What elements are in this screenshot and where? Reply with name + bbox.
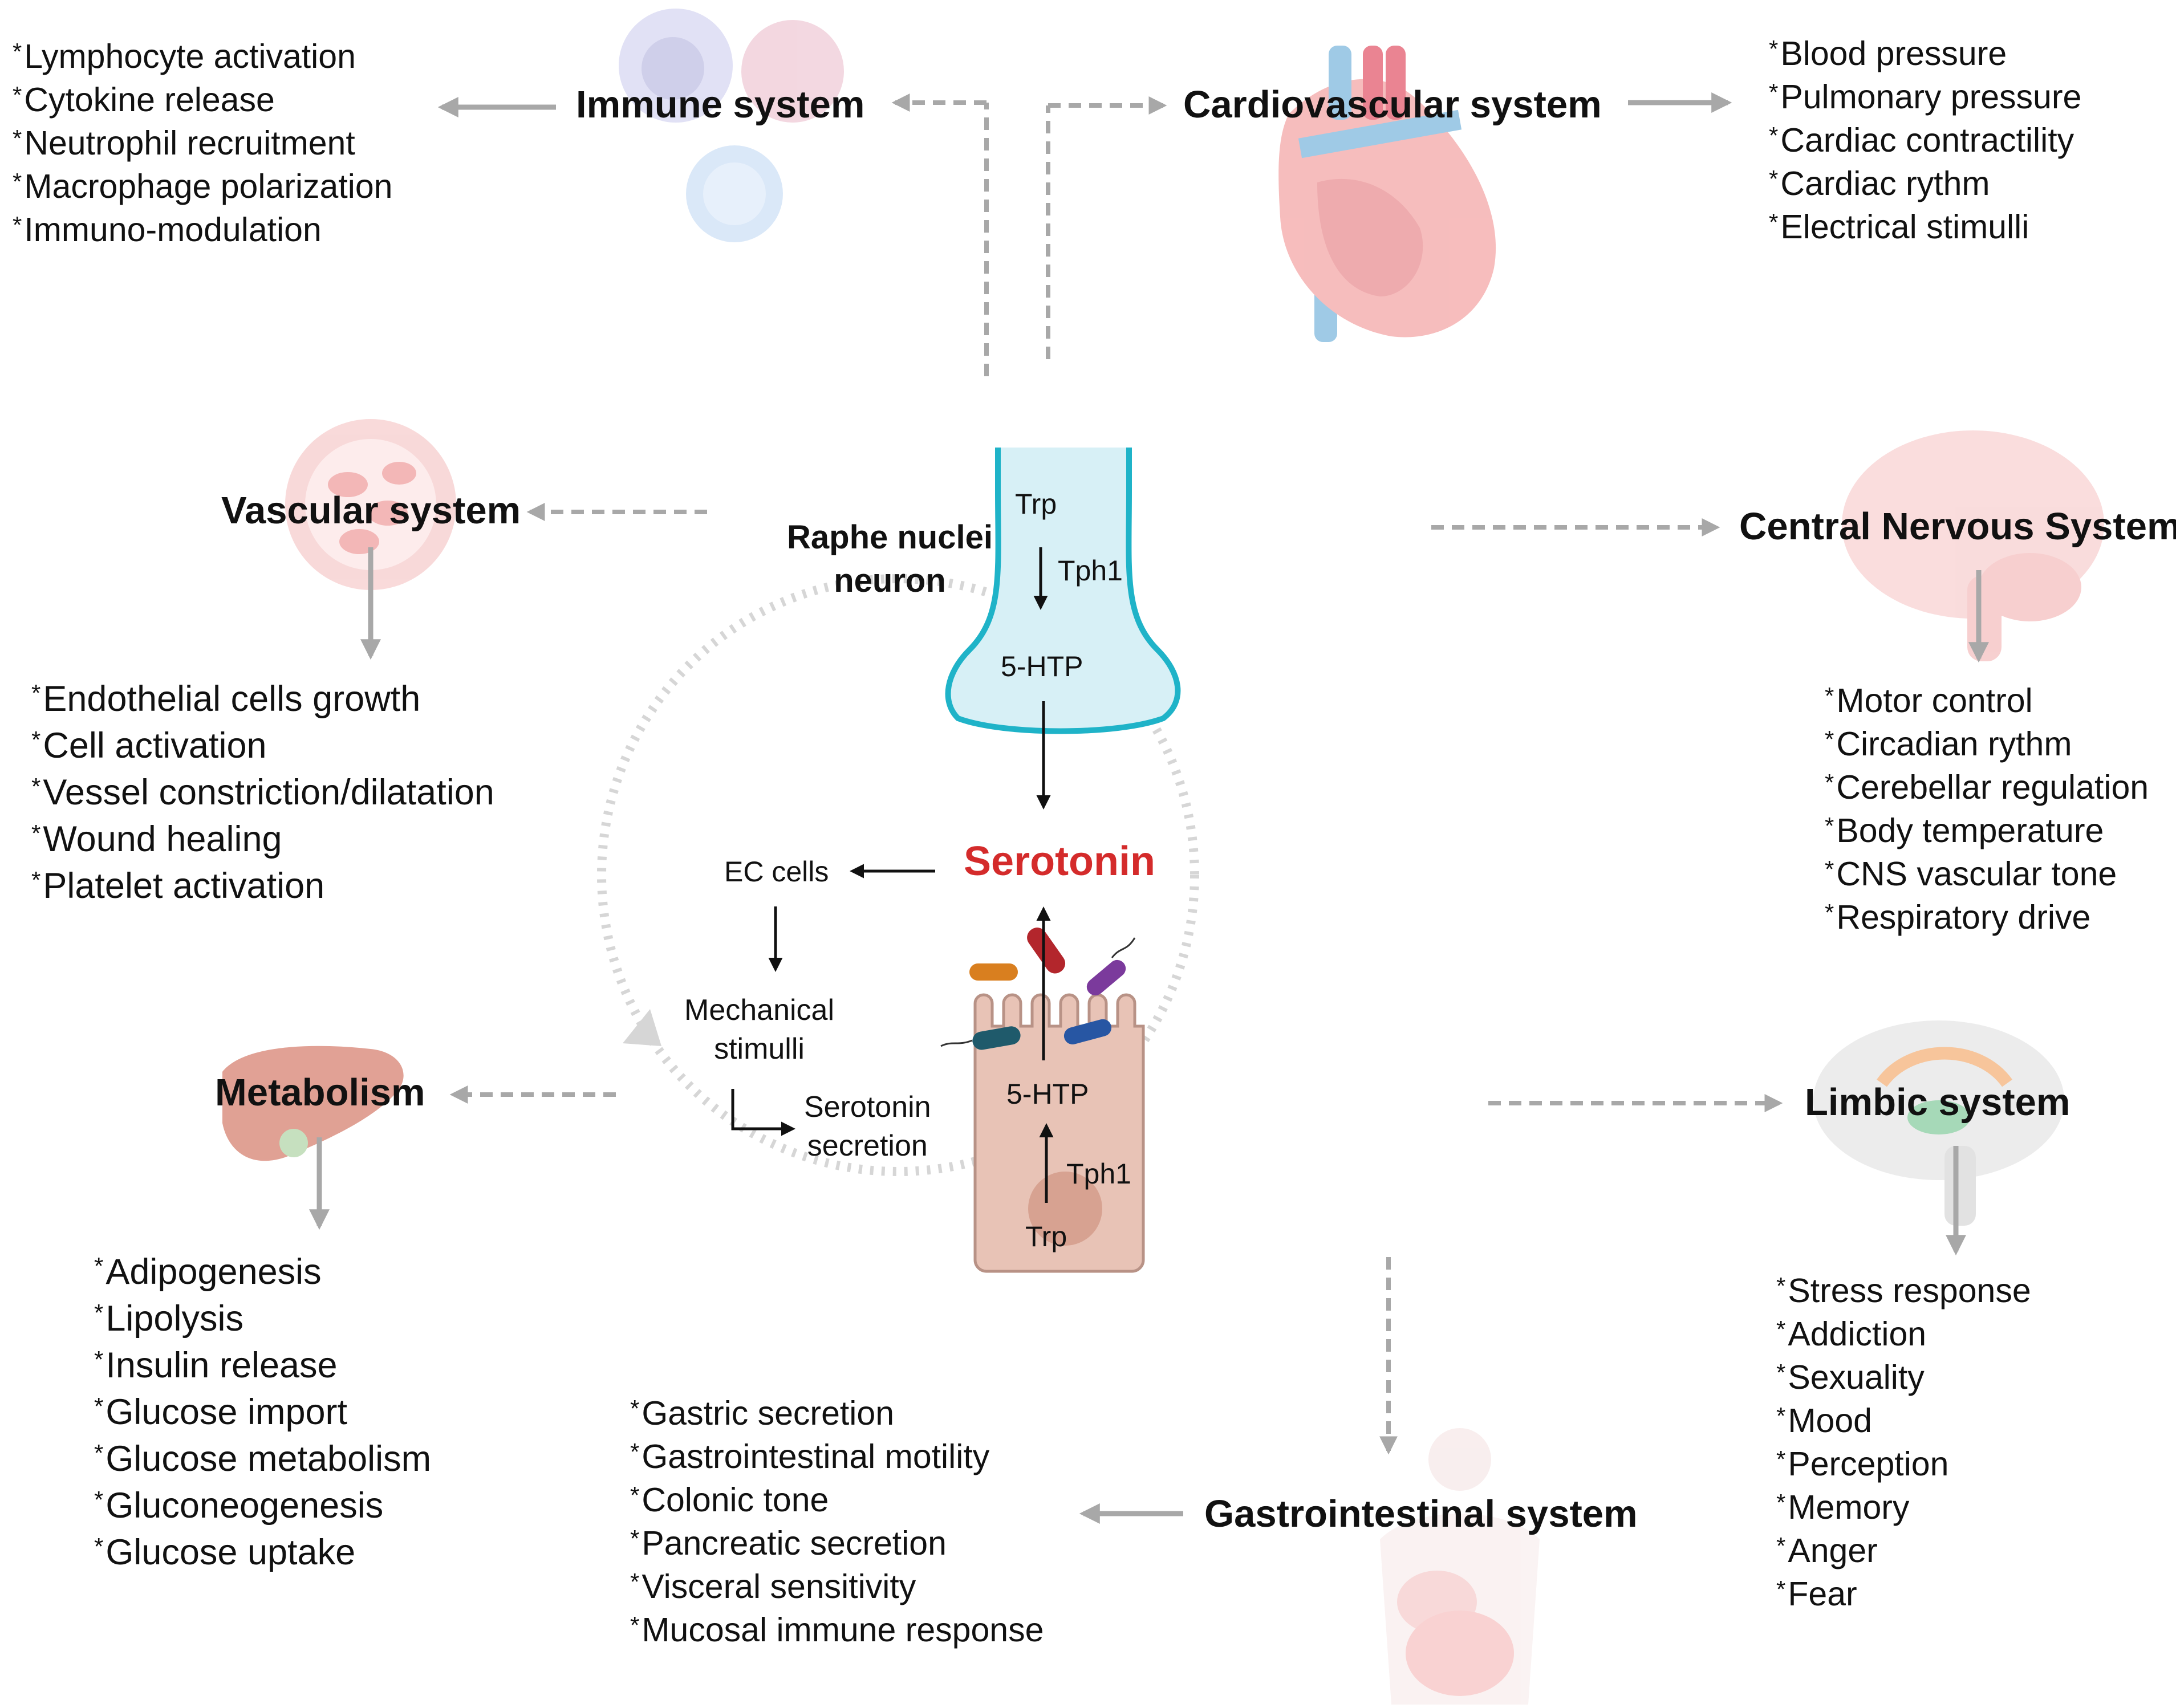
list-item: Gastrointestinal motility <box>630 1440 1044 1483</box>
brain-icon <box>1842 430 2104 661</box>
list-item: Macrophage polarization <box>13 170 392 213</box>
liver-icon <box>222 1046 404 1161</box>
list-item: Mucosal immune response <box>630 1613 1044 1657</box>
circle-arrowhead <box>623 1009 661 1046</box>
metabolism-title: Metabolism <box>215 1071 425 1114</box>
list-item: Glucose uptake <box>94 1535 431 1581</box>
vascular-system-title: Vascular system <box>221 489 521 532</box>
heart-icon <box>1278 46 1496 342</box>
list-item: Platelet activation <box>31 868 494 915</box>
gastrointestinal-effects-list: Gastric secretion Gastrointestinal motil… <box>630 1397 1044 1657</box>
list-item: Neutrophil recruitment <box>13 127 392 170</box>
list-item: CNS vascular tone <box>1825 857 2149 901</box>
list-item: Glucose import <box>94 1394 431 1441</box>
list-item: Mood <box>1776 1404 2031 1447</box>
gut-bacteria-icon <box>940 928 1136 1050</box>
neuron-label: Raphe nuclei neuron <box>787 519 993 599</box>
list-item: Glucose metabolism <box>94 1441 431 1488</box>
metabolism-effects-list: Adipogenesis Lipolysis Insulin release G… <box>94 1254 431 1581</box>
limbic-brain-icon <box>1813 1020 2064 1226</box>
list-item: Blood pressure <box>1769 37 2081 80</box>
list-item: Anger <box>1776 1534 2031 1577</box>
list-item: Memory <box>1776 1491 2031 1534</box>
list-item: Gastric secretion <box>630 1397 1044 1440</box>
list-item: Stress response <box>1776 1274 2031 1317</box>
cardiovascular-effects-list: Blood pressure Pulmonary pressure Cardia… <box>1769 37 2081 254</box>
mechanical-stimuli-label: Mechanical stimulli <box>684 994 835 1066</box>
neuron-5htp-label: 5-HTP <box>1001 650 1083 682</box>
limbic-system-title: Limbic system <box>1805 1081 2071 1124</box>
list-item: Lymphocyte activation <box>13 40 392 83</box>
gut-5htp-label: 5-HTP <box>1006 1078 1089 1110</box>
cns-title: Central Nervous System <box>1739 505 2176 548</box>
list-item: Wound healing <box>31 822 494 868</box>
list-item: Insulin release <box>94 1348 431 1394</box>
list-item: Addiction <box>1776 1317 2031 1361</box>
list-item: Pulmonary pressure <box>1769 80 2081 124</box>
immune-system-title: Immune system <box>576 83 865 126</box>
list-item: Cytokine release <box>13 83 392 127</box>
blood-vessel-icon <box>285 419 456 590</box>
list-item: Respiratory drive <box>1825 901 2149 944</box>
central-dotted-circle <box>597 574 1199 1176</box>
serotonin-label: Serotonin <box>964 839 1155 884</box>
list-item: Cardiac rythm <box>1769 167 2081 210</box>
gut-trp-label: Trp <box>1025 1221 1067 1252</box>
neuron-body <box>945 448 1181 734</box>
serotonin-secretion-label: Serotonin secretion <box>804 1091 931 1162</box>
gut-tph1-label: Tph1 <box>1066 1158 1131 1190</box>
gastrointestinal-system-title: Gastrointestinal system <box>1204 1493 1638 1535</box>
list-item: Colonic tone <box>630 1483 1044 1527</box>
digestive-tract-icon <box>1380 1428 1540 1705</box>
limbic-effects-list: Stress response Addiction Sexuality Mood… <box>1776 1274 2031 1621</box>
neuron-tph1-label: Tph1 <box>1058 555 1123 587</box>
list-item: Gluconeogenesis <box>94 1488 431 1535</box>
list-item: Circadian rythm <box>1825 727 2149 771</box>
list-item: Cell activation <box>31 728 494 775</box>
list-item: Cerebellar regulation <box>1825 771 2149 814</box>
ec-cells-label: EC cells <box>724 856 829 888</box>
neuron-trp-label: Trp <box>1015 488 1057 520</box>
cns-effects-list: Motor control Circadian rythm Cerebellar… <box>1825 684 2149 944</box>
list-item: Electrical stimulli <box>1769 210 2081 254</box>
list-item: Cardiac contractility <box>1769 124 2081 167</box>
cardiovascular-system-title: Cardiovascular system <box>1183 83 1602 126</box>
arrow-mechanical-to-secretion <box>731 1089 795 1136</box>
list-item: Immuno-modulation <box>13 213 392 257</box>
list-item: Body temperature <box>1825 814 2149 857</box>
list-item: Visceral sensitivity <box>630 1570 1044 1613</box>
list-item: Pancreatic secretion <box>630 1527 1044 1570</box>
list-item: Fear <box>1776 1577 2031 1621</box>
list-item: Motor control <box>1825 684 2149 727</box>
immune-cells-icon <box>619 9 844 242</box>
list-item: Sexuality <box>1776 1361 2031 1404</box>
list-item: Lipolysis <box>94 1301 431 1348</box>
list-item: Adipogenesis <box>94 1254 431 1301</box>
list-item: Endothelial cells growth <box>31 681 494 728</box>
list-item: Vessel constriction/dilatation <box>31 775 494 822</box>
immune-effects-list: Lymphocyte activation Cytokine release N… <box>13 40 392 257</box>
vascular-effects-list: Endothelial cells growth Cell activation… <box>31 681 494 915</box>
list-item: Perception <box>1776 1447 2031 1491</box>
